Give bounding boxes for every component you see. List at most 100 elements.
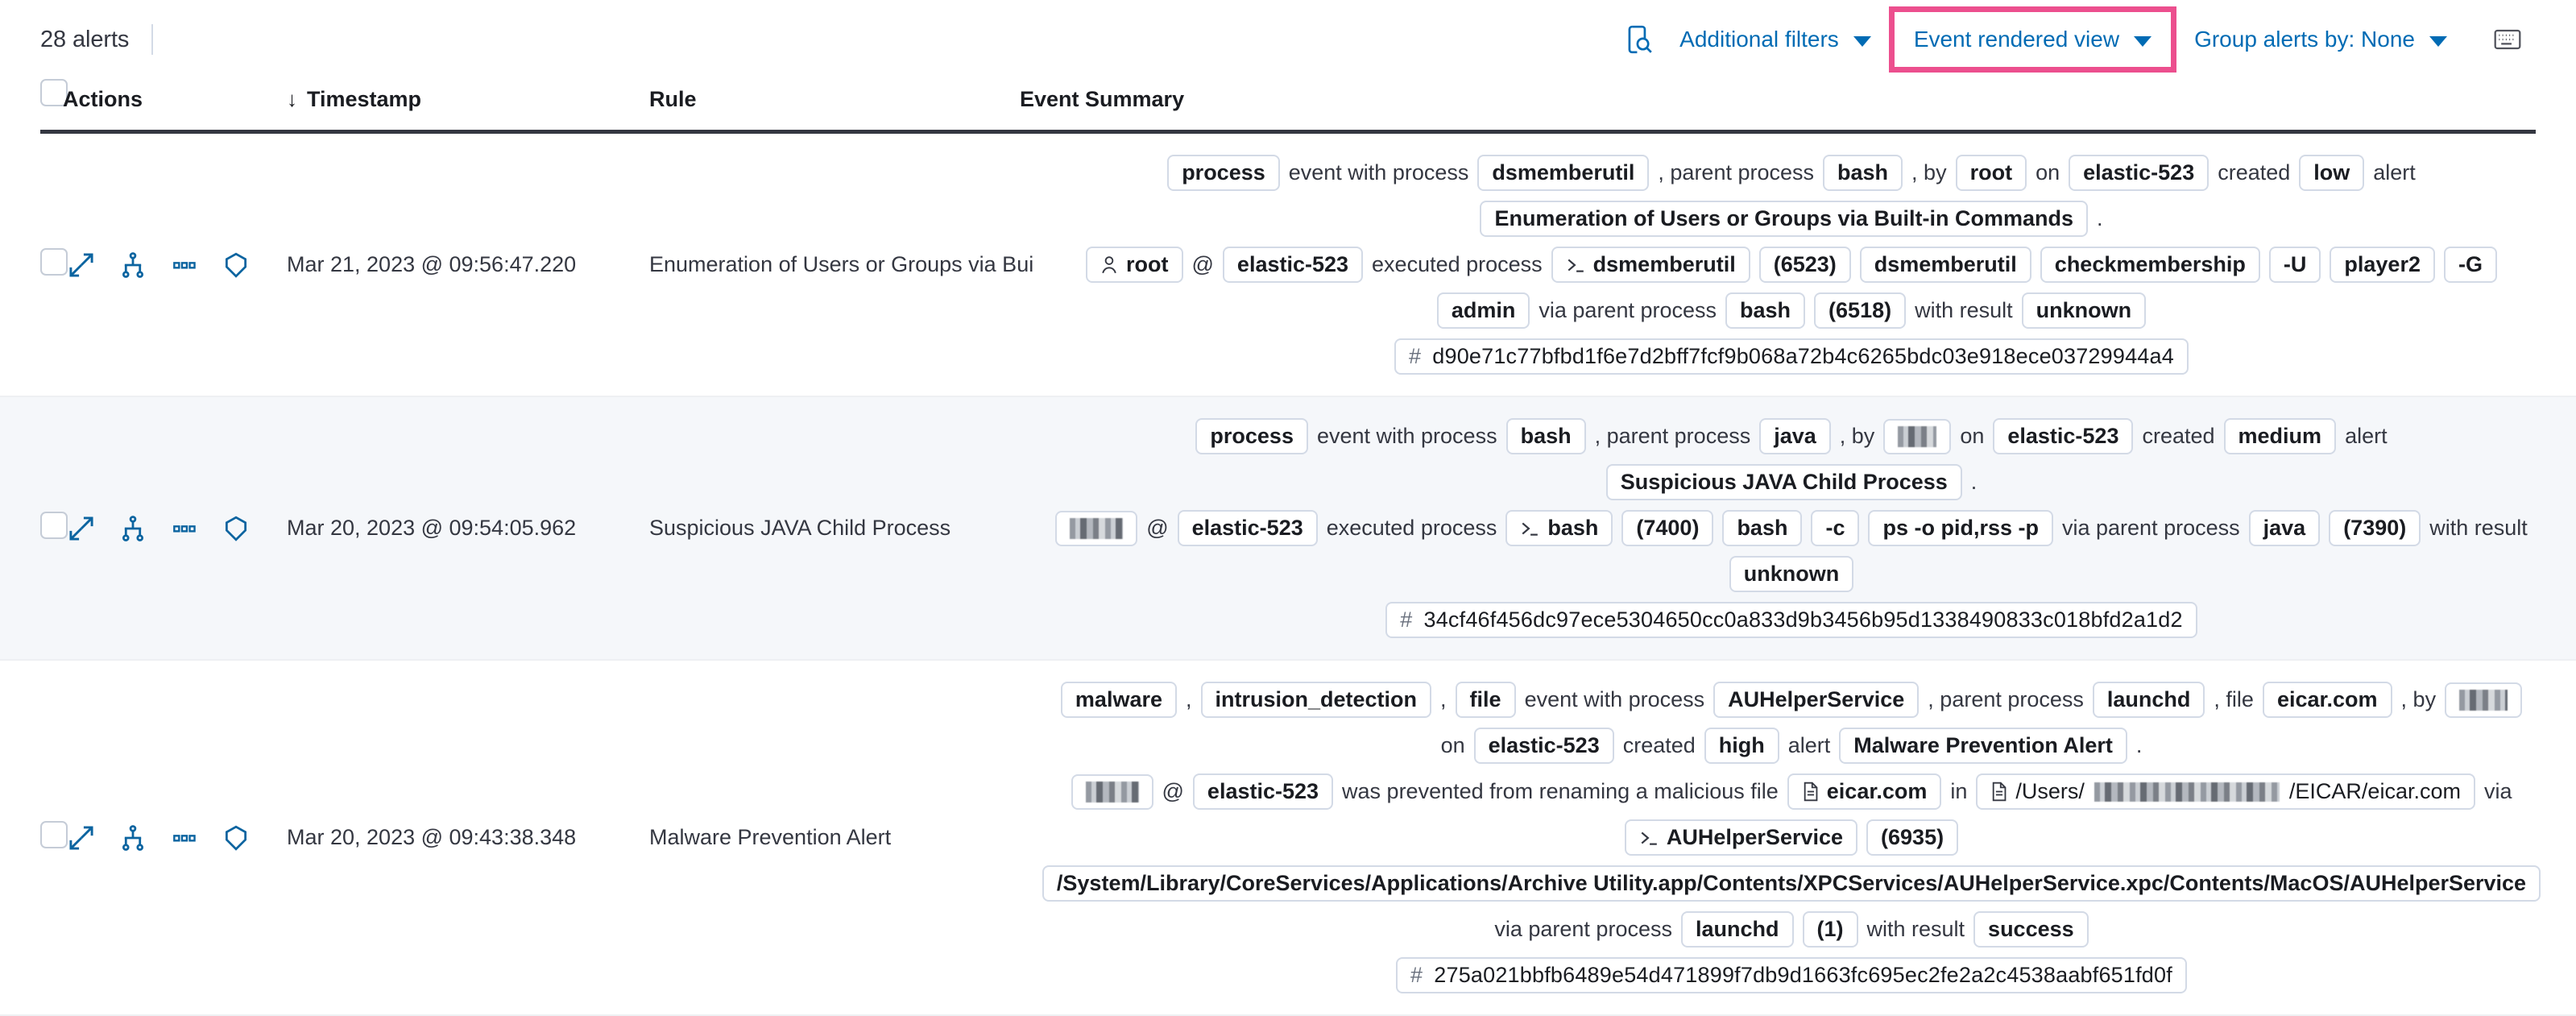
summary-chip[interactable]: (6523) xyxy=(1758,247,1851,283)
row-checkbox[interactable] xyxy=(40,821,68,848)
summary-chip[interactable]: (7400) xyxy=(1621,510,1714,546)
summary-chip[interactable]: dsmemberutil xyxy=(1859,247,2031,283)
session-view-icon[interactable] xyxy=(217,510,255,547)
file-icon xyxy=(1802,782,1819,802)
summary-chip[interactable]: bash xyxy=(1505,418,1586,454)
summary-chip[interactable]: eicar.com xyxy=(2262,682,2392,718)
summary-chip[interactable]: high xyxy=(1704,728,1779,764)
redacted-user-chip[interactable] xyxy=(1055,510,1138,546)
summary-chip[interactable]: (1) xyxy=(1802,911,1858,948)
file-path-chip[interactable]: /Users//EICAR/eicar.com xyxy=(1976,773,2475,810)
table-row[interactable]: Mar 20, 2023 @ 09:54:05.962 Suspicious JA… xyxy=(0,397,2576,659)
summary-chip[interactable]: file xyxy=(1455,682,1516,718)
summary-chip[interactable]: ps -o pid,rss -p xyxy=(1868,510,2053,546)
summary-text: with result xyxy=(1915,298,2013,322)
event-hash-chip[interactable]: #275a021bbfb6489e54d471899f7db9d1663fc69… xyxy=(1396,957,2187,993)
summary-chip-label: elastic-523 xyxy=(1488,733,1600,757)
summary-chip[interactable]: elastic-523 xyxy=(1222,247,1364,283)
summary-chip[interactable]: bash xyxy=(1505,510,1613,546)
summary-chip-label: (7390) xyxy=(2343,516,2407,540)
event-hash-chip[interactable]: #d90e71c77bfbd1f6e7d2bff7fcf9b068a72b4c6… xyxy=(1394,338,2189,375)
summary-chip[interactable]: dsmemberutil xyxy=(1551,247,1750,283)
summary-chip[interactable]: low xyxy=(2299,155,2365,191)
summary-chip[interactable]: Malware Prevention Alert xyxy=(1839,728,2127,764)
summary-text: , parent process xyxy=(1594,424,1751,448)
summary-chip[interactable]: elastic-523 xyxy=(1192,773,1334,810)
redacted-user-chip[interactable] xyxy=(2445,682,2523,718)
keyboard-icon[interactable] xyxy=(2489,21,2526,58)
summary-line: unknown xyxy=(1020,551,2576,597)
event-hash-chip[interactable]: #34cf46f456dc97ece5304650cc0a833d9b3456b… xyxy=(1385,602,2197,638)
inspect-icon[interactable] xyxy=(1620,21,1657,58)
row-timestamp: Mar 20, 2023 @ 09:54:05.962 xyxy=(287,516,577,540)
summary-chip[interactable]: (6518) xyxy=(1814,292,1907,329)
summary-chip[interactable]: -U xyxy=(2268,247,2321,283)
summary-chip[interactable]: unknown xyxy=(2021,292,2147,329)
expand-details-icon[interactable] xyxy=(63,510,100,547)
summary-chip[interactable]: java xyxy=(1759,418,1831,454)
additional-filters-button[interactable]: Additional filters xyxy=(1665,19,1886,60)
summary-chip[interactable]: Suspicious JAVA Child Process xyxy=(1605,464,1962,500)
more-actions-icon[interactable] xyxy=(166,819,203,856)
summary-chip[interactable]: admin xyxy=(1436,292,1530,329)
expand-details-icon[interactable] xyxy=(63,247,100,284)
summary-chip[interactable]: player2 xyxy=(2330,247,2435,283)
redacted-user-chip[interactable] xyxy=(1883,418,1952,454)
summary-chip[interactable]: unknown xyxy=(1729,556,1854,592)
row-checkbox[interactable] xyxy=(40,248,68,276)
more-actions-icon[interactable] xyxy=(166,510,203,547)
summary-chip[interactable]: (6935) xyxy=(1866,819,1959,856)
expand-details-icon[interactable] xyxy=(63,819,100,856)
summary-chip[interactable]: bash xyxy=(1722,510,1803,546)
summary-text: , xyxy=(1186,687,1192,711)
summary-chip[interactable]: Enumeration of Users or Groups via Built… xyxy=(1480,201,2089,237)
analyze-event-icon[interactable] xyxy=(114,510,151,547)
analyze-event-icon[interactable] xyxy=(114,247,151,284)
event-rendered-view-button[interactable]: Event rendered view xyxy=(1903,27,2163,52)
redacted-user-chip[interactable] xyxy=(1071,773,1153,810)
summary-chip[interactable]: root xyxy=(1955,155,2027,191)
summary-chip[interactable]: checkmembership xyxy=(2040,247,2260,283)
summary-chip[interactable]: elastic-523 xyxy=(1473,728,1614,764)
more-actions-icon[interactable] xyxy=(166,247,203,284)
summary-chip[interactable]: (7390) xyxy=(2329,510,2421,546)
summary-text: with result xyxy=(2429,516,2528,540)
summary-chip[interactable]: elastic-523 xyxy=(1993,418,2134,454)
summary-chip[interactable]: launchd xyxy=(1680,911,1794,948)
summary-chip-label: bash xyxy=(1837,160,1889,185)
row-select-cell xyxy=(0,134,68,396)
summary-chip[interactable]: -c xyxy=(1811,510,1860,546)
summary-chip[interactable]: launchd xyxy=(2092,682,2205,718)
summary-chip[interactable]: root xyxy=(1086,247,1183,283)
summary-chip[interactable]: process xyxy=(1195,418,1308,454)
summary-chip[interactable]: AUHelperService xyxy=(1713,682,1920,718)
summary-chip[interactable]: eicar.com xyxy=(1787,773,1942,810)
analyze-event-icon[interactable] xyxy=(114,819,151,856)
group-alerts-by-button[interactable]: Group alerts by: None xyxy=(2180,19,2462,60)
select-all-checkbox[interactable] xyxy=(40,79,68,106)
summary-text: , parent process xyxy=(1928,687,2084,711)
summary-chip[interactable]: process xyxy=(1167,155,1280,191)
session-view-icon[interactable] xyxy=(217,819,255,856)
summary-chip[interactable]: -G xyxy=(2443,247,2497,283)
summary-chip[interactable]: elastic-523 xyxy=(2069,155,2209,191)
summary-chip[interactable]: dsmemberutil xyxy=(1477,155,1650,191)
summary-chip[interactable]: intrusion_detection xyxy=(1200,682,1432,718)
summary-chip[interactable]: java xyxy=(2248,510,2321,546)
summary-chip[interactable]: elastic-523 xyxy=(1177,510,1318,546)
summary-chip[interactable]: success xyxy=(1973,911,2089,948)
summary-chip[interactable]: bash xyxy=(1823,155,1903,191)
row-rule-cell: Suspicious JAVA Child Process xyxy=(649,397,1020,659)
summary-chip[interactable]: malware xyxy=(1060,682,1177,718)
session-view-icon[interactable] xyxy=(217,247,255,284)
summary-chip-label: elastic-523 xyxy=(1207,779,1319,803)
summary-chip[interactable]: medium xyxy=(2223,418,2337,454)
timestamp-header[interactable]: ↓Timestamp xyxy=(287,79,649,130)
summary-chip[interactable]: AUHelperService xyxy=(1624,819,1858,856)
summary-chip[interactable]: bash xyxy=(1725,292,1806,329)
summary-chip[interactable]: /System/Library/CoreServices/Application… xyxy=(1042,865,2541,902)
